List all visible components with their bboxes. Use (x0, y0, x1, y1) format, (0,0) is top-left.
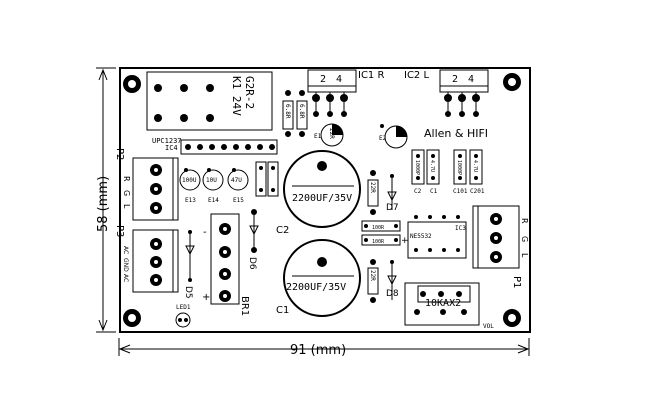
svg-text:L: L (122, 204, 131, 209)
diode-d7: D7 (386, 174, 399, 213)
width-dimension: 91 (mm) (118, 338, 530, 358)
svg-text:100R: 100R (372, 225, 385, 231)
svg-text:+: + (401, 236, 409, 246)
ic3: NE5532 IC3 (407, 215, 467, 259)
svg-text:4.7U: 4.7U (429, 160, 435, 172)
svg-text:LED1: LED1 (176, 304, 191, 311)
ic2-label: IC2 L (404, 70, 429, 81)
svg-text:D8: D8 (386, 289, 399, 299)
ic1-label: IC1 R (358, 70, 384, 81)
svg-text:E13: E13 (185, 197, 196, 204)
diode-d6: D6 (247, 209, 259, 270)
cap-e14: 10U E14 (202, 168, 224, 204)
svg-text:E15: E15 (233, 197, 244, 204)
p2-connector: P2 R G L (114, 148, 179, 221)
svg-text:C2: C2 (276, 225, 289, 236)
mounting-holes (123, 73, 521, 327)
diode-d5: D5 (183, 230, 195, 299)
svg-text:R: R (520, 218, 529, 224)
board-outline (119, 67, 531, 333)
ic4: UPC1237 IC4 (152, 137, 278, 155)
brand-text: Allen & HIFI (424, 127, 488, 140)
led1: LED1 (175, 304, 191, 328)
svg-text:1000P: 1000P (414, 160, 420, 175)
svg-text:22R: 22R (369, 270, 376, 281)
svg-text:E2: E2 (379, 135, 387, 142)
svg-text:+: + (202, 292, 210, 303)
svg-text:BR1: BR1 (239, 296, 250, 316)
svg-text:GND: GND (122, 258, 129, 272)
svg-text:C1: C1 (276, 305, 289, 316)
svg-text:4: 4 (336, 74, 342, 85)
resistor-22r-bottom: 22R (367, 259, 379, 303)
relay-label-b: K1 24V (230, 76, 243, 116)
svg-text:2200UF/35V: 2200UF/35V (292, 193, 352, 204)
svg-text:D5: D5 (183, 286, 193, 299)
svg-text:AC: AC (122, 274, 129, 282)
svg-text:1000P: 1000P (456, 160, 462, 175)
relay-k1: G2R-2 K1 24V (146, 71, 273, 131)
svg-text:G: G (520, 236, 529, 242)
resistor-6-8r-a: 6.8R (282, 90, 294, 137)
relay-label-a: G2R-2 (243, 76, 256, 109)
svg-text:E1: E1 (314, 133, 322, 140)
svg-text:4.7U: 4.7U (472, 160, 478, 172)
svg-text:C101: C101 (453, 188, 468, 195)
svg-text:P2: P2 (114, 148, 125, 160)
svg-text:IC4: IC4 (165, 144, 178, 152)
cap-e13: 100U E13 (179, 168, 201, 204)
svg-text:10U: 10U (206, 177, 217, 184)
svg-text:R: R (122, 176, 131, 182)
svg-text:C2: C2 (414, 188, 422, 195)
svg-text:2200UF/35V: 2200UF/35V (286, 282, 346, 293)
svg-text:P1: P1 (511, 276, 522, 288)
svg-text:6.8R: 6.8R (284, 104, 291, 119)
cap-row: 1000P 4.7U 1000P 4.7U C2 C1 C101 C201 (411, 149, 485, 195)
height-label: 58 (mm) (96, 176, 111, 232)
resistor-22r-top: 22R (367, 170, 379, 215)
diode-d8: D8 (386, 260, 399, 300)
svg-text:AC: AC (122, 246, 129, 254)
svg-text:C201: C201 (470, 188, 485, 195)
p3-connector: P3 AC GND AC (114, 225, 179, 293)
p1-connector: R G L P1 (472, 205, 529, 288)
resistor-pair-mid (255, 161, 279, 197)
svg-text:G: G (122, 190, 131, 196)
svg-text:6.8R: 6.8R (298, 104, 305, 119)
svg-text:22R: 22R (369, 182, 376, 193)
resistor-6-8r-b: 6.8R (296, 90, 308, 137)
resistor-100r: 100R 100R + (361, 220, 409, 246)
svg-text:C1: C1 (430, 188, 438, 195)
cap-e15: 47U E15 (227, 168, 249, 204)
svg-text:100U: 100U (182, 177, 197, 184)
svg-text:NE5532: NE5532 (410, 233, 432, 240)
svg-text:IC3: IC3 (455, 225, 466, 232)
svg-text:10KAX2: 10KAX2 (425, 298, 461, 309)
ic1: 2 4 IC1 R (307, 69, 384, 117)
height-dimension: 58 (mm) (96, 67, 116, 333)
svg-text:L: L (520, 253, 529, 258)
svg-text:4: 4 (468, 74, 474, 85)
svg-text:-: - (203, 227, 207, 238)
svg-text:2: 2 (320, 74, 326, 85)
svg-text:100R: 100R (372, 239, 385, 245)
cap-e1: E1 22R (314, 123, 344, 147)
volume-pot: 10KAX2 VOL (404, 282, 494, 330)
svg-text:D6: D6 (247, 257, 257, 270)
svg-text:2: 2 (452, 74, 458, 85)
svg-text:47U: 47U (231, 177, 242, 184)
cap-c1: 2200UF/35V C1 (276, 239, 361, 317)
svg-text:E14: E14 (208, 197, 219, 204)
svg-text:VOL: VOL (483, 323, 494, 330)
ic2: 2 4 IC2 L (404, 69, 489, 117)
bridge-br1: - + BR1 (202, 213, 250, 316)
svg-text:D7: D7 (386, 203, 399, 213)
cap-c2: 2200UF/35V C2 (276, 150, 361, 236)
svg-text:22R: 22R (328, 128, 335, 139)
svg-text:UPC1237: UPC1237 (152, 137, 182, 145)
width-label: 91 (mm) (290, 343, 346, 358)
cap-e2: E2 (379, 124, 408, 149)
svg-text:P3: P3 (114, 225, 125, 237)
